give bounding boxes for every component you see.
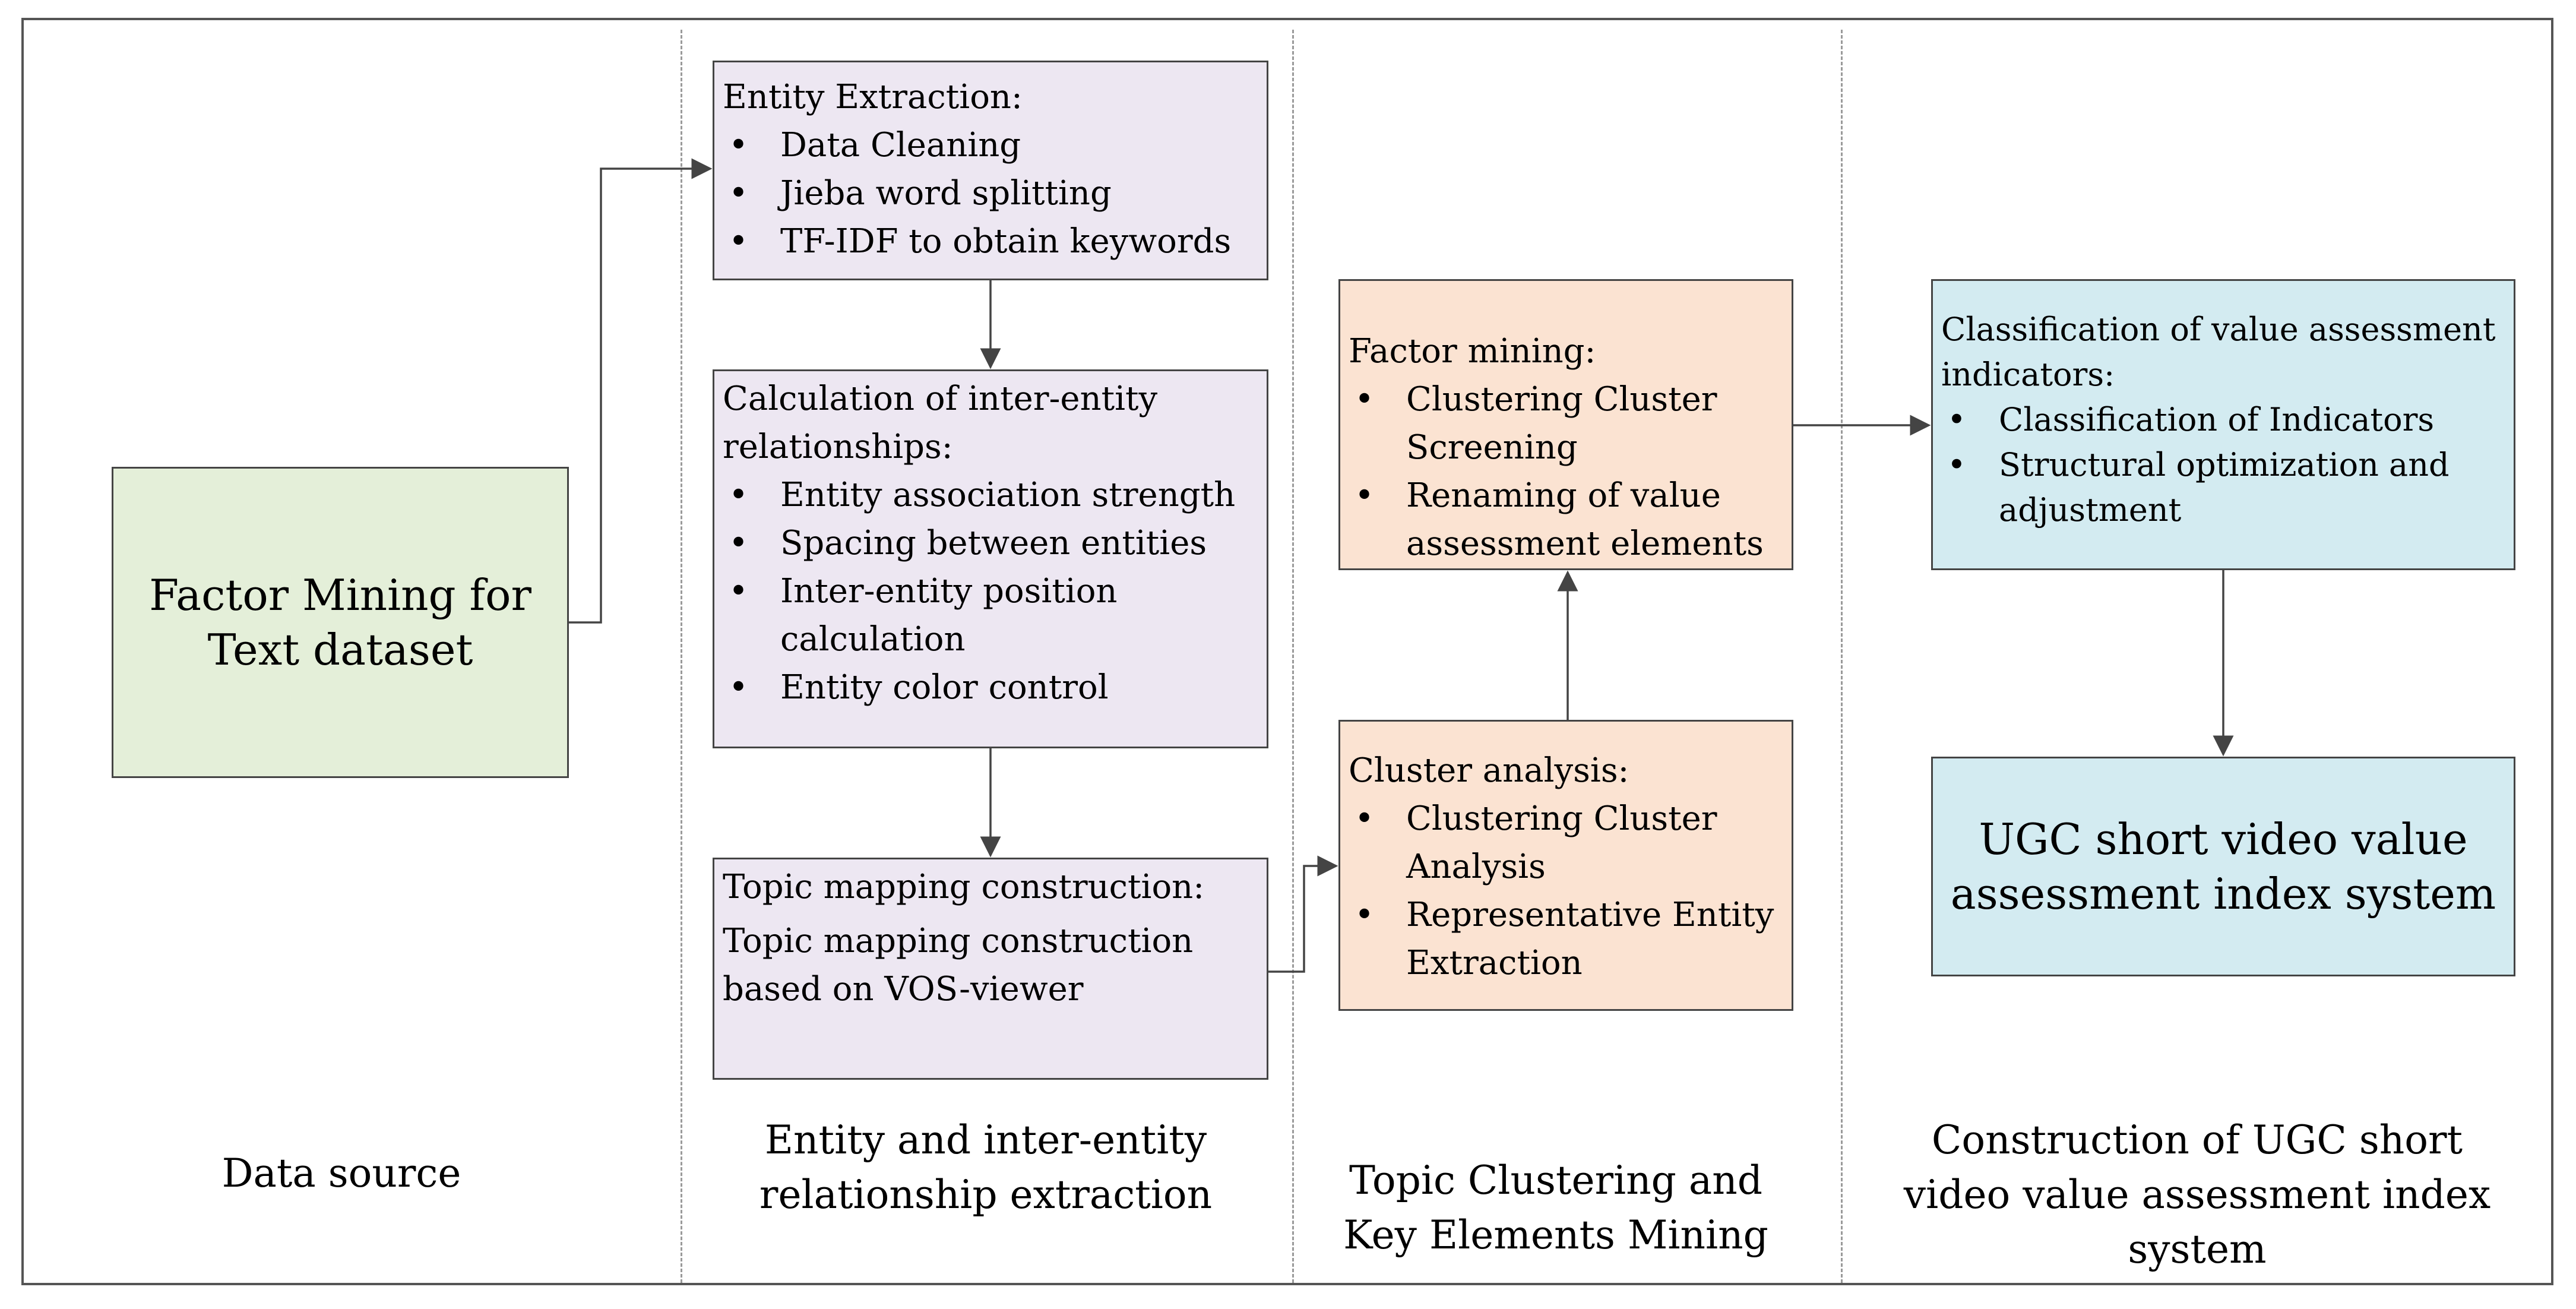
factor-mining-list: Clustering Cluster Screening Renaming of… [1349, 375, 1787, 568]
column-label-construction: Construction of UGC short video value as… [1903, 1117, 2491, 1272]
list-item: Structural optimization and adjustment [1941, 442, 2509, 533]
list-item: Classification of Indicators [1941, 397, 2509, 442]
entity-extraction-title: Entity Extraction: [723, 78, 1023, 116]
inter-entity-list: Entity association strength Spacing betw… [723, 471, 1262, 712]
outer-frame [21, 18, 2553, 1285]
factor-mining-title: Factor mining: [1349, 332, 1596, 371]
classification-title: Classification of value assessment indic… [1941, 311, 2496, 393]
list-item: Entity color control [723, 663, 1262, 712]
entity-extraction-box: Entity Extraction: Data Cleaning Jieba w… [713, 61, 1268, 280]
list-item: Data Cleaning [723, 121, 1262, 169]
column-label-topic-clustering: Topic Clustering and Key Elements Mining [1343, 1158, 1768, 1258]
list-item: Inter-entity position calculation [723, 567, 1262, 663]
list-item: Renaming of value assessment elements [1349, 472, 1787, 568]
classification-box: Classification of value assessment indic… [1931, 279, 2515, 570]
arrow-mapping-to-cluster [1268, 855, 1338, 973]
column-divider-2 [1292, 30, 1294, 1283]
cluster-analysis-list: Clustering Cluster Analysis Representati… [1349, 795, 1787, 987]
result-box: UGC short video value assessment index s… [1931, 757, 2515, 976]
list-item: Clustering Cluster Screening [1349, 375, 1787, 472]
column-divider-1 [681, 30, 682, 1283]
source-box-text: Factor Mining for Text dataset [149, 570, 531, 675]
classification-list: Classification of Indicators Structural … [1941, 397, 2509, 533]
entity-extraction-list: Data Cleaning Jieba word splitting TF-ID… [723, 121, 1262, 265]
column-label-entity-extraction: Entity and inter-entity relationship ext… [759, 1117, 1213, 1218]
inter-entity-title: Calculation of inter-entity relationship… [723, 380, 1158, 466]
topic-mapping-body: Topic mapping construction based on VOS-… [723, 922, 1194, 1008]
topic-mapping-box: Topic mapping construction: Topic mappin… [713, 858, 1268, 1080]
list-item: Representative Entity Extraction [1349, 891, 1787, 987]
list-item: TF-IDF to obtain keywords [723, 217, 1262, 265]
cluster-analysis-title: Cluster analysis: [1349, 751, 1629, 790]
result-box-text: UGC short video value assessment index s… [1950, 814, 2496, 919]
inter-entity-box: Calculation of inter-entity relationship… [713, 369, 1268, 748]
list-item: Jieba word splitting [723, 169, 1262, 217]
arrow-source-to-extraction [569, 158, 713, 624]
list-item: Clustering Cluster Analysis [1349, 795, 1787, 891]
source-box: Factor Mining for Text dataset [112, 467, 569, 778]
column-divider-3 [1841, 30, 1843, 1283]
factor-mining-box: Factor mining: Clustering Cluster Screen… [1338, 279, 1793, 570]
column-label-data-source: Data source [221, 1150, 461, 1196]
topic-mapping-title: Topic mapping construction: [723, 868, 1205, 906]
list-item: Entity association strength [723, 471, 1262, 519]
cluster-analysis-box: Cluster analysis: Clustering Cluster Ana… [1338, 720, 1793, 1011]
list-item: Spacing between entities [723, 519, 1262, 567]
